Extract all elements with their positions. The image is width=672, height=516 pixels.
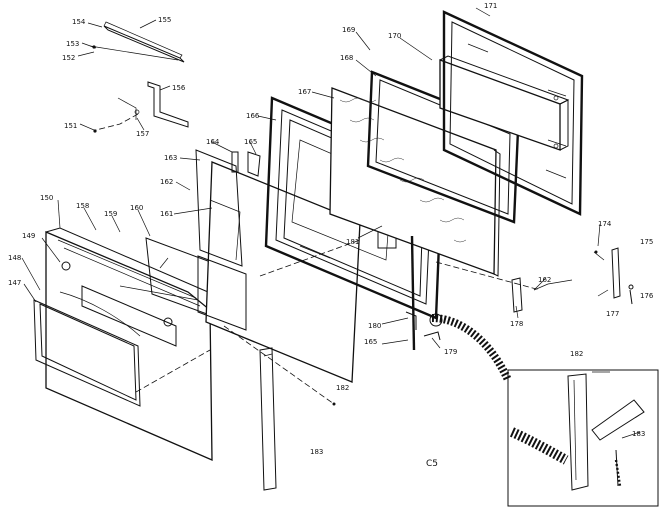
label-168: 168 <box>340 54 353 62</box>
label-176: 178 <box>510 320 523 328</box>
label-165-lower: 165 <box>364 338 377 346</box>
label-153: 153 <box>66 40 79 48</box>
label-148: 148 <box>8 254 21 262</box>
label-173: 175 <box>640 238 653 246</box>
door-back-frame <box>442 10 584 216</box>
label-164: 164 <box>206 138 220 146</box>
outer-door-panel <box>33 227 213 461</box>
label-162-right: 162 <box>538 276 551 284</box>
label-174: 176 <box>640 292 654 300</box>
label-178: 180 <box>368 322 381 330</box>
leader-lines <box>21 7 641 439</box>
label-159: 159 <box>104 210 117 218</box>
label-158: 158 <box>76 202 89 210</box>
hinge-detail-inset <box>507 369 659 507</box>
hinge-bar-part <box>89 21 185 63</box>
part-labels: 154 155 153 152 156 151 157 150 158 159 … <box>8 2 654 469</box>
label-149: 149 <box>22 232 35 240</box>
label-160: 160 <box>130 204 143 212</box>
label-180: 182 <box>336 384 349 392</box>
label-162: 162 <box>160 178 173 186</box>
label-161: 161 <box>160 210 173 218</box>
hinge-rod-parts <box>405 235 443 351</box>
inner-door-panel <box>195 149 361 383</box>
label-179: 181 <box>346 238 359 246</box>
bottom-trim-strip <box>223 325 336 491</box>
label-166: 166 <box>246 112 260 120</box>
diagram-code: C5 <box>426 459 438 469</box>
label-165: 165 <box>244 138 257 146</box>
label-177: 179 <box>444 348 457 356</box>
label-150: 150 <box>40 194 53 202</box>
label-169: 169 <box>342 26 355 34</box>
spring-connector <box>431 314 512 382</box>
label-152: 152 <box>62 54 75 62</box>
side-hinge-parts <box>435 247 634 313</box>
label-182: 182 <box>570 350 583 358</box>
label-183: 183 <box>632 430 645 438</box>
label-147: 147 <box>8 279 21 287</box>
label-170: 170 <box>388 32 401 40</box>
label-175: 177 <box>606 310 619 318</box>
label-163: 163 <box>164 154 177 162</box>
label-157: 157 <box>136 130 149 138</box>
insulation-pad <box>329 87 501 277</box>
hinge-bracket-part <box>93 81 189 133</box>
label-167: 167 <box>298 88 311 96</box>
label-181: 183 <box>310 448 323 456</box>
label-151: 151 <box>64 122 77 130</box>
label-156: 156 <box>172 84 186 92</box>
label-172: 174 <box>598 220 612 228</box>
label-155: 155 <box>158 16 171 24</box>
label-171: 171 <box>484 2 497 10</box>
label-154: 154 <box>72 18 86 26</box>
